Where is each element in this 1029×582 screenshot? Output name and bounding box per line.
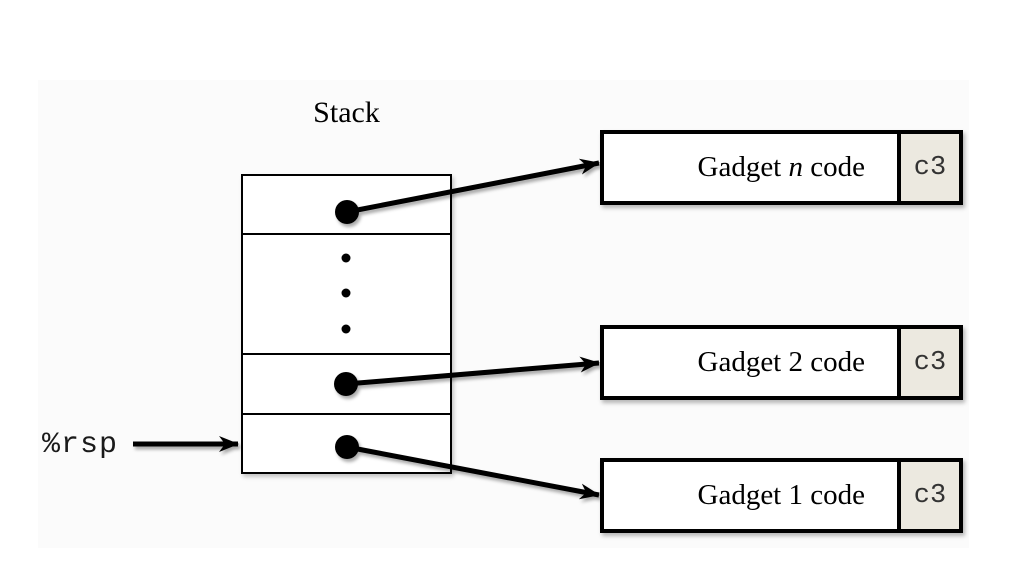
stack-cell-rsp (243, 415, 450, 472)
gadget-label-num: 1 (788, 479, 804, 511)
ret-opcode-cell: c3 (897, 134, 959, 201)
gadget-label-suffix: code (803, 151, 865, 183)
ret-opcode-cell: c3 (897, 329, 959, 396)
gadget-label-2: Gadget 2 code (604, 329, 897, 396)
gadget-box-2: Gadget 2 code c3 (600, 325, 963, 400)
gadget-label-suffix: code (803, 479, 865, 511)
gadget-label-suffix: code (803, 346, 865, 378)
gadget-label-1: Gadget 1 code (604, 462, 897, 529)
gadget-label-prefix: Gadget (697, 479, 789, 511)
stack-title: Stack (313, 96, 380, 129)
stack-cell-top (243, 176, 450, 235)
stack-box (241, 174, 452, 474)
stack-cell-ellipsis (243, 235, 450, 355)
gadget-box-1: Gadget 1 code c3 (600, 458, 963, 533)
ret-opcode-cell: c3 (897, 462, 959, 529)
gadget-label-num: n (788, 151, 804, 183)
gadget-box-n: Gadget n code c3 (600, 130, 963, 205)
gadget-label-num: 2 (788, 346, 804, 378)
rsp-register-label: %rsp (42, 428, 119, 462)
gadget-label-prefix: Gadget (697, 346, 789, 378)
stack-cell-middle (243, 355, 450, 415)
gadget-label-prefix: Gadget (697, 151, 789, 183)
gadget-label-n: Gadget n code (604, 134, 897, 201)
